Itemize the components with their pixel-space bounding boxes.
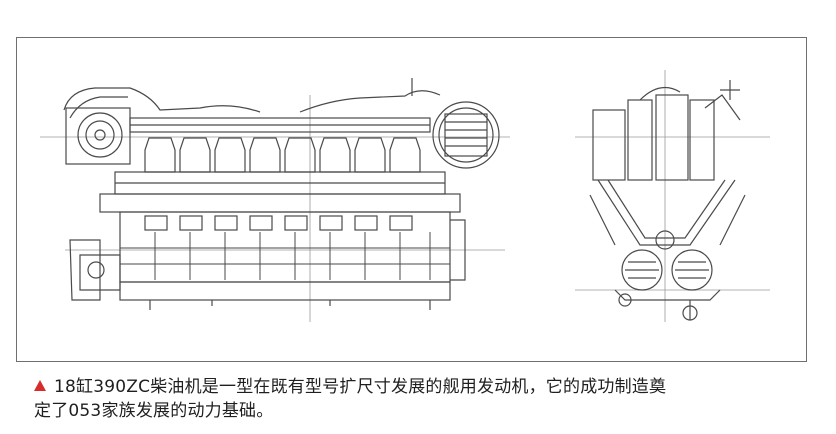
cylinder-heads (144, 137, 421, 173)
cooler-left (621, 249, 663, 291)
turbocharger-left (65, 107, 131, 165)
caption-line-1: 18缸390ZC柴油机是一型在既有型号扩尺寸发展的舰用发动机，它的成功制造奠 (54, 377, 667, 397)
crankcase-doors (144, 215, 413, 231)
engine-end-view (575, 70, 770, 322)
caption-line-2: 定了053家族发展的动力基础。 (34, 401, 274, 421)
caption-marker-icon (34, 380, 46, 391)
engine-side-view (40, 78, 510, 322)
turbocharger-right (432, 101, 500, 169)
cooler-right (671, 249, 713, 291)
engine-drawing (40, 70, 770, 322)
figure-caption: 18缸390ZC柴油机是一型在既有型号扩尺寸发展的舰用发动机，它的成功制造奠 定… (34, 375, 824, 423)
